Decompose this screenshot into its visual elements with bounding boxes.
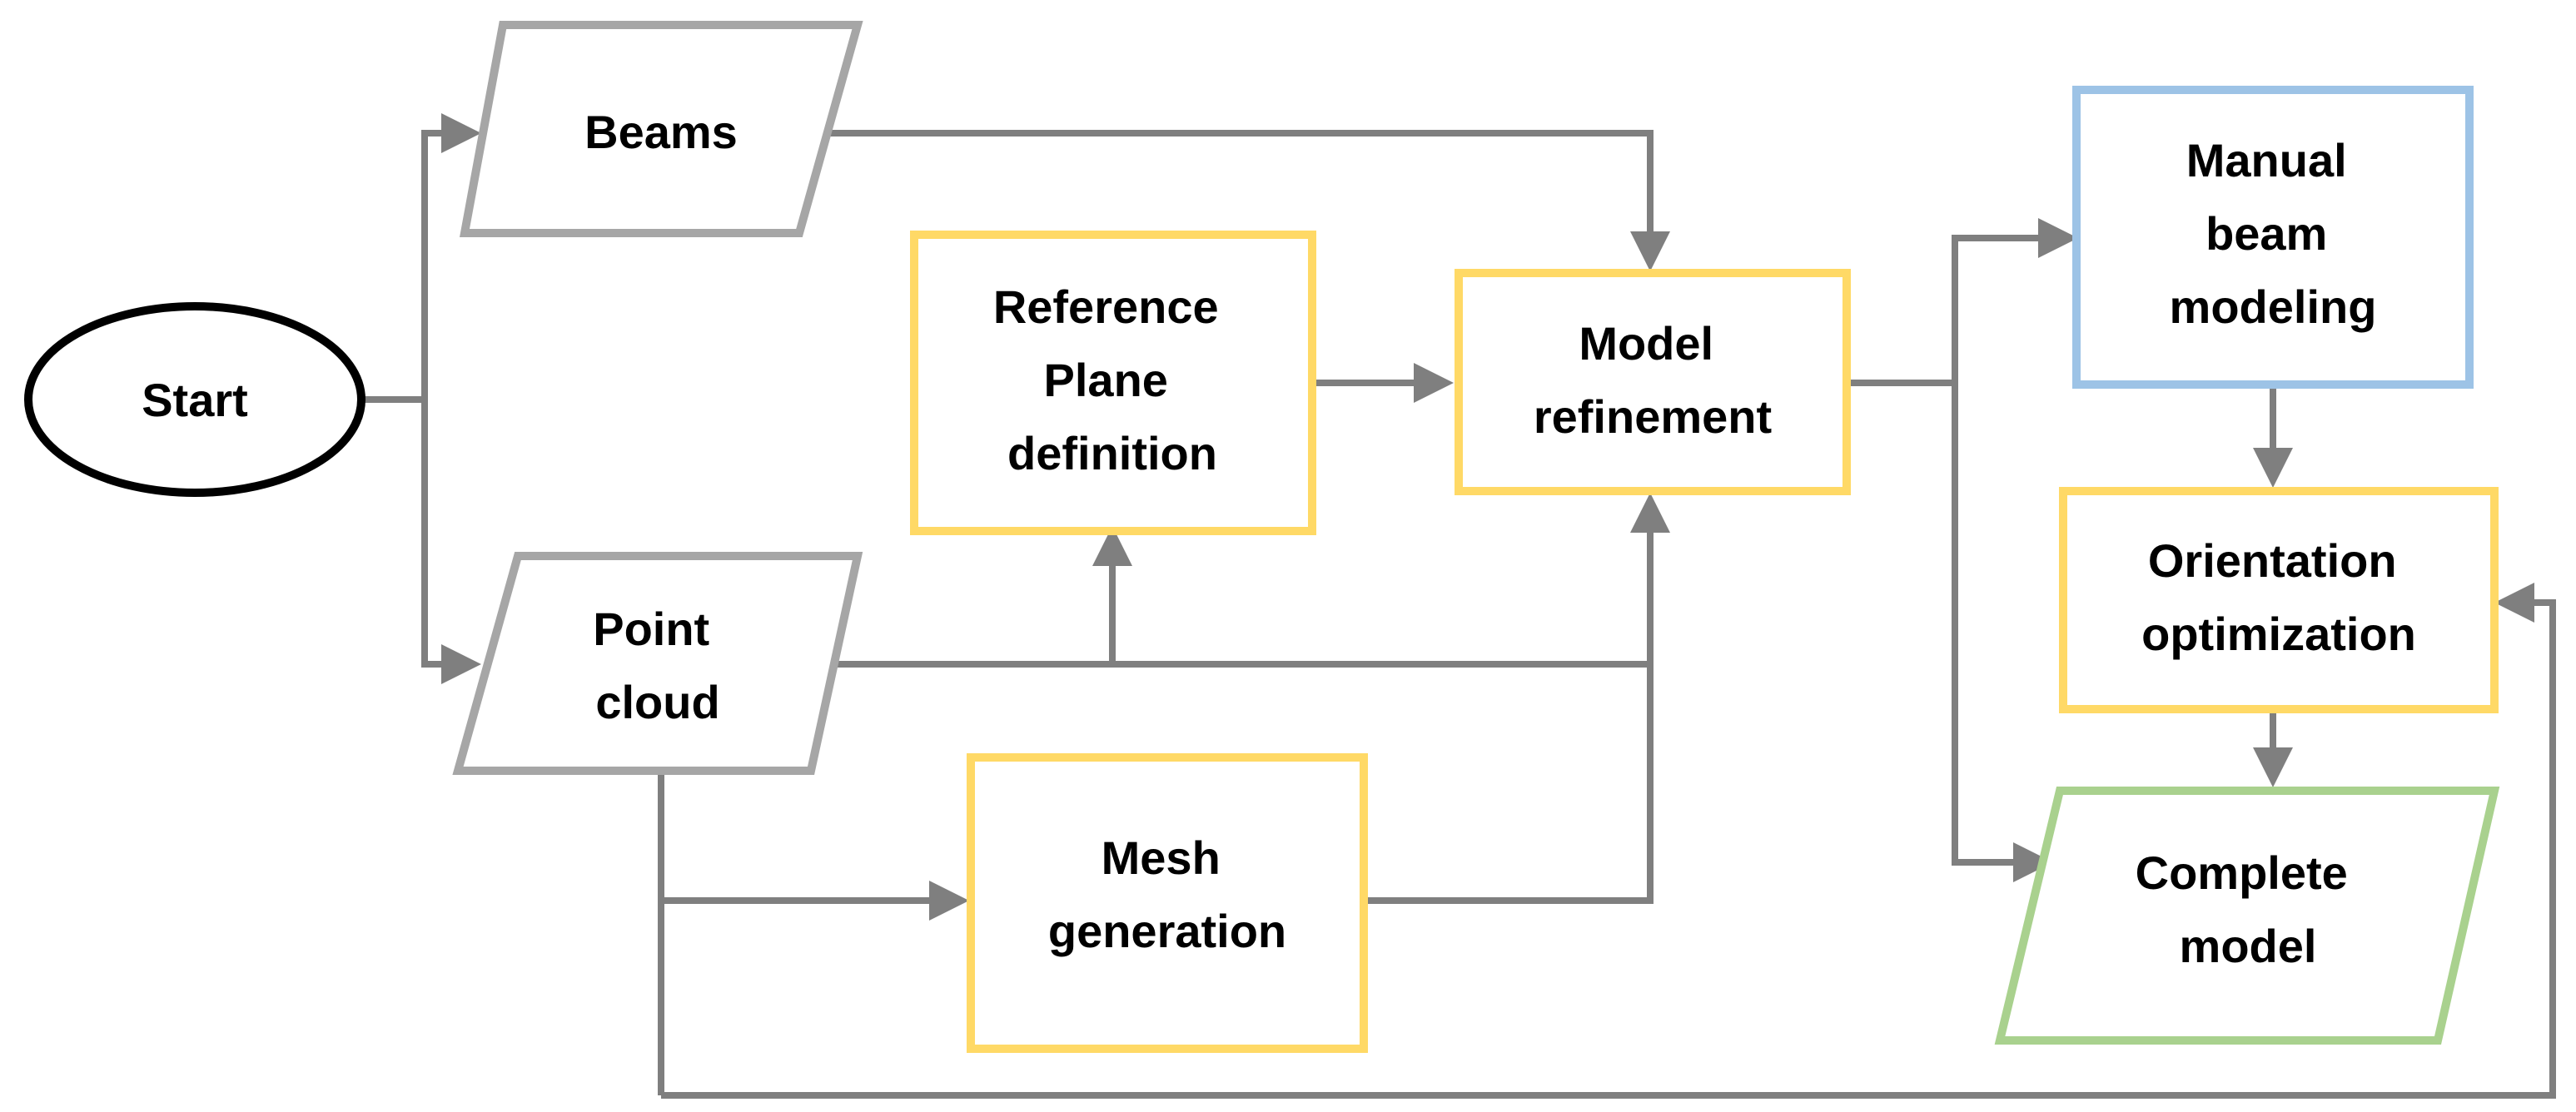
beams-io-shape xyxy=(459,21,863,237)
connectors xyxy=(363,113,2556,1099)
connector-start-branch xyxy=(363,113,481,403)
labels: Start Beams Point cloud Reference Plane … xyxy=(142,106,2416,972)
connector-model-refinement-to-manual xyxy=(1845,218,2078,386)
mesh-generation-box xyxy=(967,753,1368,1053)
reference-plane-box xyxy=(910,231,1316,535)
connector-mesh-to-model-refinement xyxy=(1362,664,1654,904)
manual-beam-modeling-label: Manual beam modeling xyxy=(2170,134,2377,333)
orientation-optimization-label: Orientation optimization xyxy=(2141,534,2416,660)
beams-label: Beams xyxy=(584,106,738,158)
connector-start-to-point-cloud xyxy=(421,400,481,684)
complete-model-io-shape xyxy=(1994,787,2500,1045)
complete-model-label: Complete model xyxy=(2136,846,2361,972)
point-cloud-io-shape xyxy=(452,552,863,775)
connector-model-refinement-to-complete xyxy=(1952,383,2053,882)
model-refinement-label: Model refinement xyxy=(1534,317,1772,443)
orientation-optimization-box xyxy=(2059,487,2499,713)
manual-beam-modeling-box xyxy=(2072,86,2474,389)
start-terminal xyxy=(24,302,366,497)
model-refinement-box xyxy=(1455,269,1851,495)
shapes xyxy=(24,21,2500,1053)
connector-feedback-loop xyxy=(661,583,2556,1099)
point-cloud-label: Point cloud xyxy=(593,603,723,728)
mesh-generation-label: Mesh generation xyxy=(1048,832,1286,957)
reference-plane-label: Reference Plane definition xyxy=(993,280,1231,479)
start-label: Start xyxy=(142,374,248,426)
connector-beams-to-model-refinement xyxy=(828,130,1670,271)
